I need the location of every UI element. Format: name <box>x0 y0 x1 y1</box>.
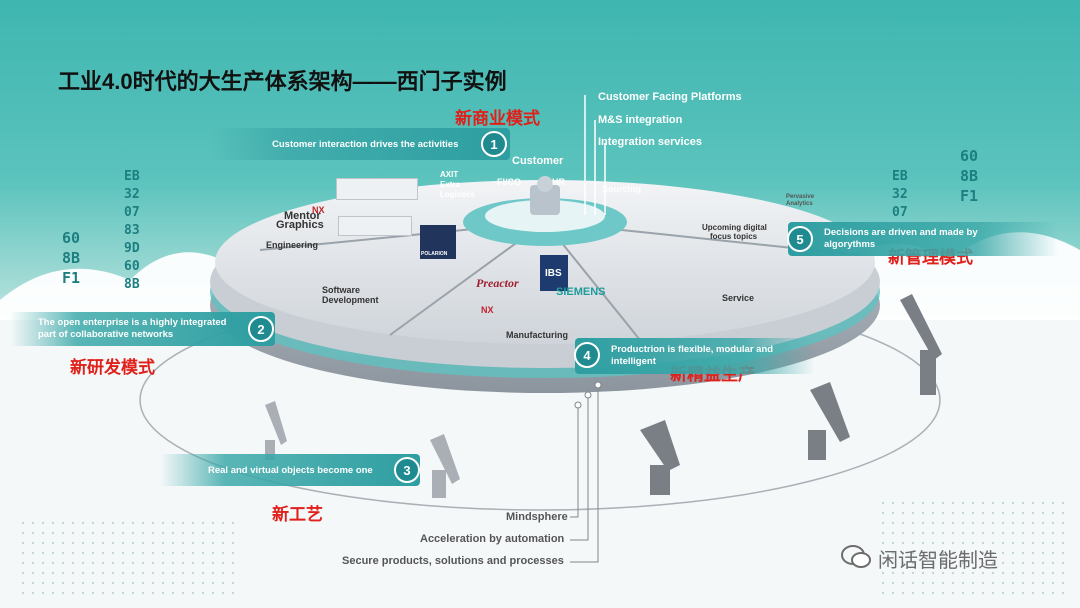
hex-column-left: 60 8B F1 <box>62 229 81 287</box>
logo-screenshot-2 <box>338 216 412 236</box>
callout-3-badge: 3 <box>394 457 420 483</box>
label-secure: Secure products, solutions and processes <box>342 555 564 567</box>
callout-2-badge: 2 <box>248 316 274 342</box>
callout-2-text: The open enterprise is a highly integrat… <box>38 317 227 340</box>
label-new-business-model: 新商业模式 <box>455 109 540 128</box>
logo-siemens: SIEMENS <box>556 286 606 298</box>
label-new-rnd-model: 新研发模式 <box>70 358 155 377</box>
label-integration-services: Integration services <box>598 136 702 148</box>
callout-5-text: Decisions are driven and made by algoryt… <box>824 227 978 250</box>
callout-4-badge: 4 <box>574 342 600 368</box>
hub-customer: Customer <box>512 155 564 167</box>
sector-manufacturing: Manufacturing <box>506 330 568 340</box>
hub-hr: HR <box>552 177 565 187</box>
sector-software-2: Development <box>322 295 379 305</box>
logo-mentor-2: Graphics <box>276 219 324 231</box>
callout-1-badge: 1 <box>481 131 507 157</box>
logo-ibs-box <box>540 255 568 291</box>
sector-engineering: Engineering <box>266 240 319 250</box>
hub-sourcing: Sourcing <box>602 184 642 194</box>
hex-column-left-2: EB 32 07 83 9D 60 8B <box>124 169 140 292</box>
logo-polarion-box <box>420 225 456 259</box>
label-new-process: 新工艺 <box>272 505 323 524</box>
sector-pervasive-2: Analytics <box>786 201 813 207</box>
label-ms-integration: M&S integration <box>598 114 683 126</box>
logo-preactor: Preactor <box>476 276 519 290</box>
callout-3: Real and virtual objects become one <box>160 454 420 486</box>
wechat-icon <box>840 544 872 570</box>
callout-4-text: Productrion is flexible, modular and int… <box>611 344 774 367</box>
logo-nx-2: NX <box>481 305 494 315</box>
callout-1: Customer interaction drives the activiti… <box>210 128 510 160</box>
hub-axit-3: Logistics <box>440 190 476 199</box>
hex-column-right-2: EB 32 07 <box>892 169 908 220</box>
callout-3-text: Real and virtual objects become one <box>208 464 373 476</box>
hub-axit-2: Extra <box>440 180 461 189</box>
logo-polarion: POLARION <box>421 251 448 257</box>
logo-mentor-1: Mentor <box>284 210 321 222</box>
page-title: 工业4.0时代的大生产体系架构——西门子实例 <box>58 69 507 94</box>
label-customer-facing-platforms: Customer Facing Platforms <box>598 91 742 103</box>
watermark-text: 闲话智能制造 <box>878 550 998 572</box>
sector-upcoming-2: focus topics <box>710 232 758 241</box>
callout-4: Productrion is flexible, modular and int… <box>575 338 815 374</box>
logo-nx: NX <box>312 205 325 215</box>
callout-5: Decisions are driven and made by algoryt… <box>788 222 1058 256</box>
sector-pervasive-1: Pervasive <box>786 194 815 200</box>
logo-ibs: IBS <box>545 268 562 279</box>
sector-upcoming-1: Upcoming digital <box>702 223 767 232</box>
callout-1-text: Customer interaction drives the activiti… <box>272 138 459 150</box>
sector-service: Service <box>722 293 755 303</box>
hub-axit-1: AXIT <box>440 170 459 179</box>
callout-2: The open enterprise is a highly integrat… <box>10 312 275 346</box>
sector-software-1: Software <box>322 285 361 295</box>
hex-column-right: 60 8B F1 <box>960 147 979 205</box>
label-acceleration: Acceleration by automation <box>420 533 565 545</box>
hub-fico: FI/CO <box>497 177 521 187</box>
callout-5-badge: 5 <box>787 226 813 252</box>
label-mindsphere: Mindsphere <box>506 511 568 523</box>
logo-screenshot-1 <box>336 178 418 200</box>
